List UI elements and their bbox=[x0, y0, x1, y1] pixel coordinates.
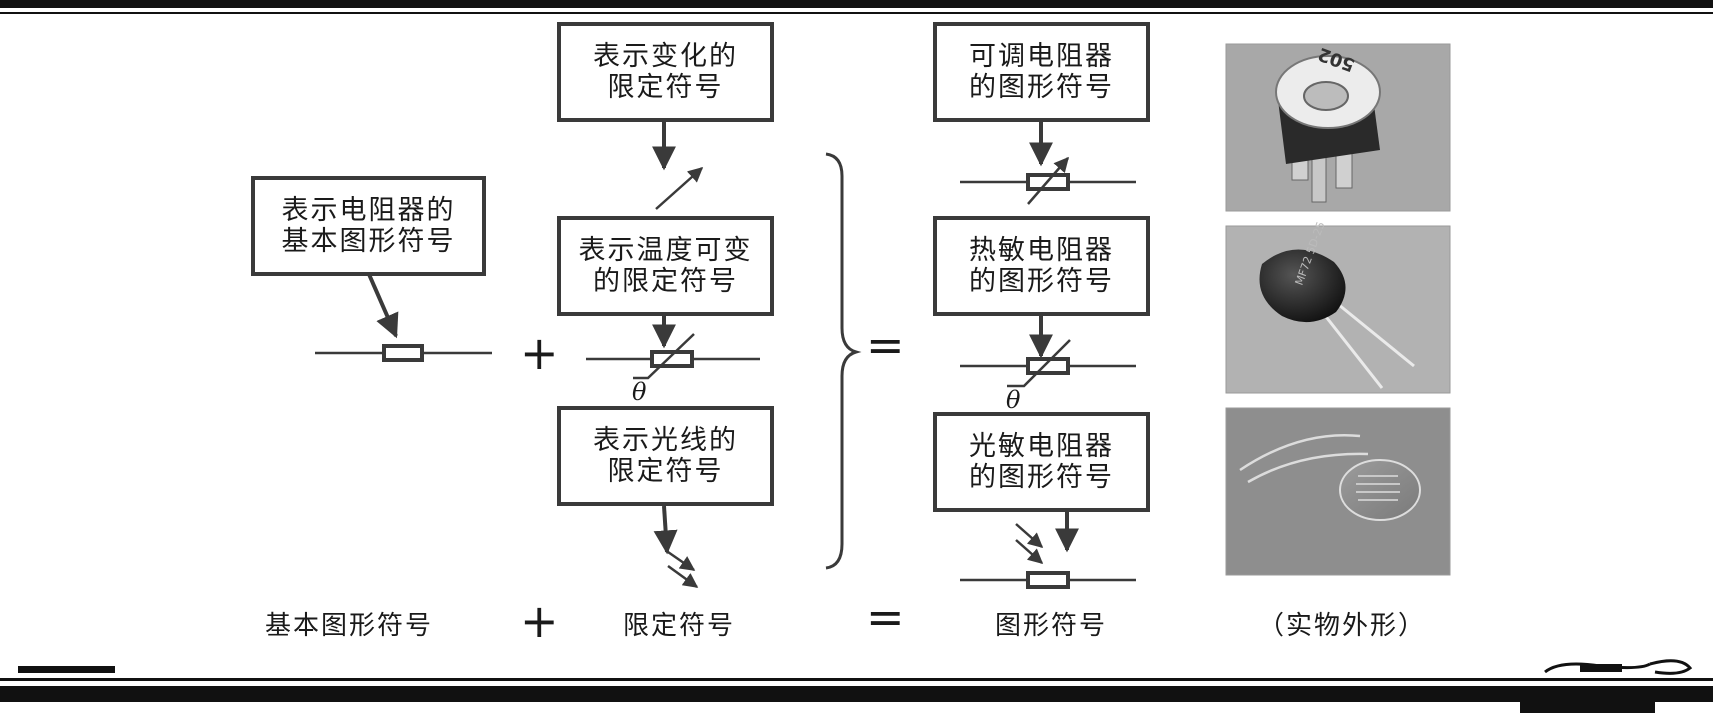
caption-qualifier: 限定符号 bbox=[623, 611, 736, 641]
photoresistor-photo bbox=[1225, 407, 1451, 576]
box-temperature-qualifier: 表示温度可变 的限定符号 bbox=[557, 216, 774, 316]
box-thermistor-line2: 的图形符号 bbox=[969, 266, 1114, 297]
theta-symbol-thermistor: θ bbox=[1006, 386, 1021, 414]
box-variable-qualifier-line2: 限定符号 bbox=[607, 72, 724, 103]
box-photoresistor-line2: 的图形符号 bbox=[969, 462, 1114, 493]
trimmer-photo: 502 bbox=[1225, 43, 1451, 212]
box-basic-resistor-line2: 基本图形符号 bbox=[281, 226, 456, 257]
variable-qualifier-symbol bbox=[655, 167, 704, 210]
box-photoresistor-line1: 光敏电阻器 bbox=[969, 431, 1114, 462]
curly-brace bbox=[825, 152, 862, 570]
light-qualifier-arrow bbox=[653, 505, 678, 555]
basic-arrow bbox=[366, 271, 399, 339]
box-thermistor-line1: 热敏电阻器 bbox=[969, 235, 1114, 266]
box-temperature-qualifier-line2: 的限定符号 bbox=[593, 266, 738, 297]
bottom-frame-bar bbox=[0, 686, 1713, 702]
box-light-qualifier: 表示光线的 限定符号 bbox=[557, 406, 774, 506]
thermistor-symbol bbox=[960, 339, 1136, 388]
bottom-right-mark bbox=[1520, 700, 1655, 713]
box-basic-resistor: 表示电阻器的 基本图形符号 bbox=[251, 176, 486, 276]
theta-symbol-temperature: θ bbox=[632, 378, 647, 406]
box-variable-qualifier: 表示变化的 限定符号 bbox=[557, 22, 774, 122]
box-light-qualifier-line1: 表示光线的 bbox=[593, 425, 738, 456]
box-temperature-qualifier-line1: 表示温度可变 bbox=[578, 235, 753, 266]
photoresistor-symbol bbox=[960, 523, 1136, 589]
light-qualifier-symbol bbox=[667, 550, 699, 589]
bottom-left-mark bbox=[18, 666, 115, 673]
top-frame-thin-line bbox=[0, 12, 1713, 14]
box-thermistor: 热敏电阻器 的图形符号 bbox=[933, 216, 1150, 316]
box-light-qualifier-line2: 限定符号 bbox=[607, 456, 724, 487]
box-variable-qualifier-line1: 表示变化的 bbox=[593, 41, 738, 72]
box-photoresistor: 光敏电阻器 的图形符号 bbox=[933, 412, 1150, 512]
caption-equals: = bbox=[866, 590, 905, 644]
box-adjustable-resistor: 可调电阻器 的图形符号 bbox=[933, 22, 1150, 122]
plus-sign: + bbox=[520, 326, 559, 380]
thermistor-photo: MF72 5D-25 bbox=[1225, 220, 1451, 394]
basic-resistor-symbol bbox=[315, 344, 492, 362]
caption-basic-symbol: 基本图形符号 bbox=[265, 611, 434, 641]
top-frame-bar bbox=[0, 0, 1713, 8]
caption-plus: + bbox=[520, 594, 559, 648]
box-adjustable-resistor-line2: 的图形符号 bbox=[969, 72, 1114, 103]
adjustable-resistor-symbol bbox=[960, 156, 1136, 205]
bottom-right-ornament bbox=[1544, 659, 1693, 675]
equals-sign: = bbox=[866, 318, 905, 372]
box-basic-resistor-line1: 表示电阻器的 bbox=[281, 195, 456, 226]
box-adjustable-resistor-line1: 可调电阻器 bbox=[969, 41, 1114, 72]
caption-physical-appearance: （实物外形） bbox=[1258, 611, 1427, 641]
bottom-frame-thin-line bbox=[0, 678, 1713, 681]
temperature-resistor-symbol bbox=[586, 333, 760, 380]
caption-graphic-symbol: 图形符号 bbox=[995, 611, 1108, 641]
